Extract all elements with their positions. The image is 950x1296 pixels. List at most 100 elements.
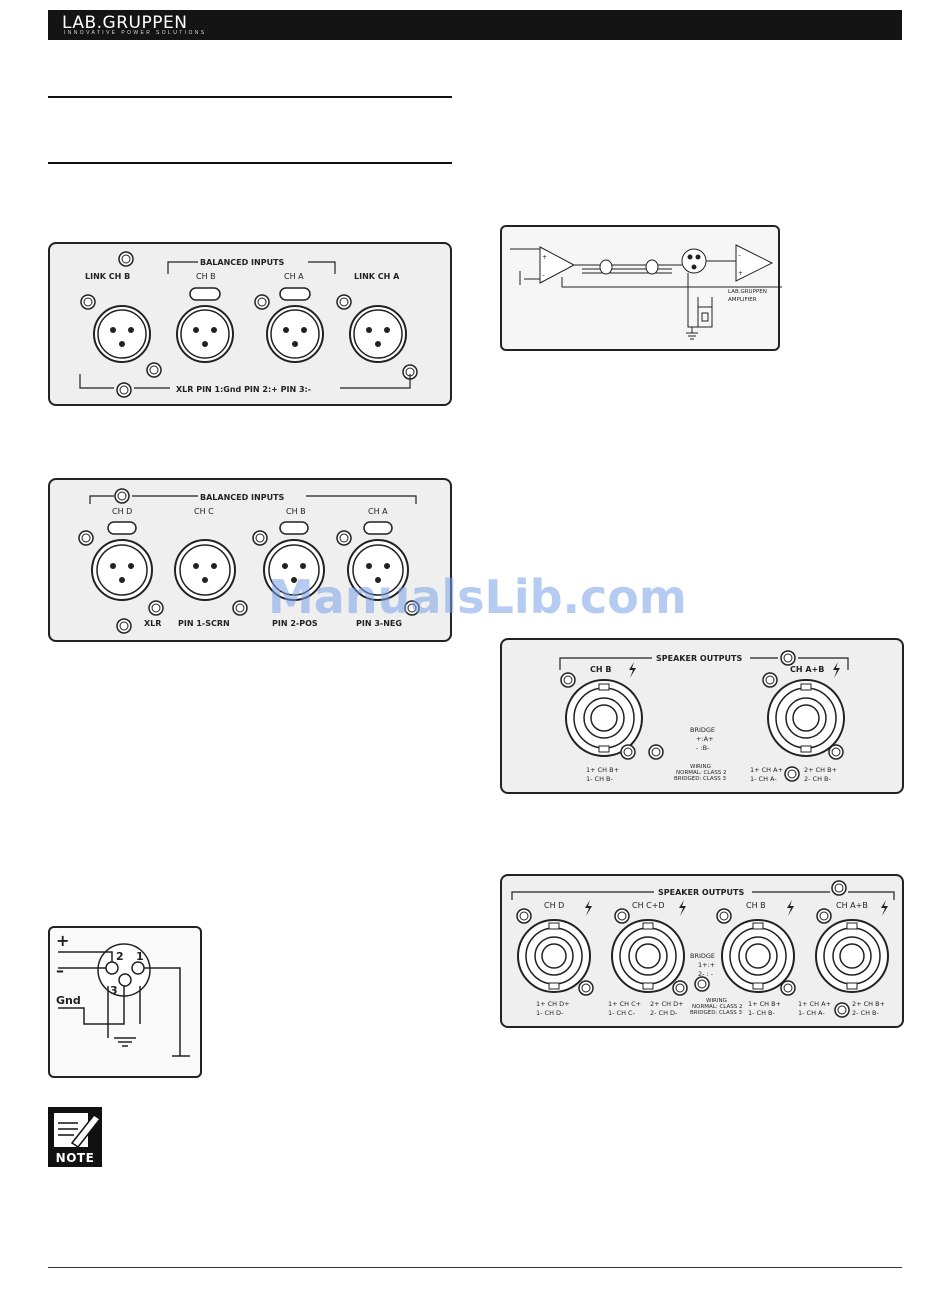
label-plus: + — [56, 931, 69, 950]
screw-icon — [694, 976, 710, 992]
label-bridge-4ch: BRIDGE — [690, 952, 715, 960]
xlr-ch-b-connector — [263, 521, 325, 601]
label-ch-ab-out-4ch: CH A+B — [836, 901, 868, 910]
screw-icon — [648, 744, 664, 760]
label-ab-pin3: 2+ CH B+ — [852, 1000, 885, 1008]
panel-2ch-inputs: LINK CH B BALANCED INPUTS CH B CH A LINK… — [48, 242, 452, 406]
label-wiring-4ch: WIRING — [706, 998, 727, 1004]
label-right-pin2a: 2+ CH B+ — [804, 766, 837, 774]
label-minus: – — [56, 961, 64, 980]
label-normal-class-4ch: NORMAL: CLASS 2 — [692, 1004, 742, 1010]
screw-icon — [784, 766, 800, 782]
label-left-pin2: 1- CH B- — [586, 775, 613, 783]
screw-icon — [336, 530, 352, 546]
speakon-ch-b-connector — [565, 679, 643, 757]
bolt-icon — [881, 900, 888, 916]
label-gnd: Gnd — [56, 994, 81, 1007]
panel-2ch-speaker-outputs: SPEAKER OUTPUTS CH B CH A+B BRIDGE +:A+ … — [500, 638, 904, 794]
screw-icon — [831, 880, 847, 896]
label-normal-class: NORMAL: CLASS 2 — [676, 770, 726, 776]
screw-icon — [672, 980, 688, 996]
label-cd-pin3: 2+ CH D+ — [650, 1000, 684, 1008]
label-bridge-neg: - :B- — [696, 744, 710, 752]
label-right-pin1b: 1- CH A- — [750, 775, 777, 783]
label-ch-c: CH C — [194, 507, 214, 516]
screw-icon — [148, 600, 164, 616]
section-rule-bottom — [48, 162, 452, 164]
xlr-ch-d-connector — [91, 521, 153, 601]
label-right-pin1a: 1+ CH A+ — [750, 766, 783, 774]
screw-icon — [834, 1002, 850, 1018]
xlr-link-b-connector — [93, 305, 151, 363]
bolt-icon — [787, 900, 794, 916]
bolt-icon — [585, 900, 592, 916]
screw-icon — [516, 908, 532, 924]
screw-icon — [252, 530, 268, 546]
label-bridged-class-4ch: BRIDGED: CLASS 3 — [690, 1010, 743, 1016]
label-bridged-class: BRIDGED: CLASS 3 — [674, 776, 727, 782]
label-xlr-pinout: XLR PIN 1:Gnd PIN 2:+ PIN 3:- — [176, 385, 311, 394]
xlr-ch-a-connector — [347, 521, 409, 601]
screw-icon — [146, 362, 162, 378]
label-balanced-inputs: BALANCED INPUTS — [200, 258, 285, 267]
label-d-pin1: 1+ CH D+ — [536, 1000, 570, 1008]
screw-icon — [118, 251, 134, 267]
screw-icon — [114, 488, 130, 504]
label-b-pin2: 1- CH B- — [748, 1009, 775, 1017]
xlr-ch-a-connector — [266, 287, 324, 363]
label-link-ch-a: LINK CH A — [354, 272, 400, 281]
label-ch-a: CH A — [284, 272, 304, 281]
label-ch-b: CH B — [196, 272, 216, 281]
label-cd-pin2: 1- CH C- — [608, 1009, 636, 1017]
speakon-ch-ab-connector — [767, 679, 845, 757]
speakon-ch-b-connector — [721, 919, 795, 993]
header-bar: LAB.GRUPPEN INNOVATIVE POWER SOLUTIONS — [48, 10, 902, 40]
svg-text:–: – — [542, 272, 545, 279]
label-pin1: 1 — [136, 950, 144, 963]
label-speaker-outputs: SPEAKER OUTPUTS — [656, 654, 742, 663]
note-icon: NOTE — [48, 1107, 102, 1167]
svg-text:+: + — [738, 270, 743, 277]
xlr-ch-b-connector — [176, 287, 234, 363]
screw-icon — [762, 672, 778, 688]
label-left-pin1: 1+ CH B+ — [586, 766, 619, 774]
speakon-ch-ab-connector — [815, 919, 889, 993]
screw-icon — [614, 908, 630, 924]
label-right-pin2b: 2- CH B- — [804, 775, 831, 783]
screw-icon — [620, 744, 636, 760]
bolt-icon — [833, 662, 840, 678]
label-ch-b-out-4ch: CH B — [746, 901, 766, 910]
screw-icon — [336, 294, 352, 310]
label-link-ch-b: LINK CH B — [85, 272, 130, 281]
brand-logo: LAB.GRUPPEN — [62, 13, 188, 33]
screw-icon — [780, 650, 796, 666]
speakon-ch-cd-connector — [611, 919, 685, 993]
footer-rule — [48, 1267, 902, 1268]
label-pin1: PIN 1-SCRN — [178, 619, 230, 628]
screw-icon — [78, 530, 94, 546]
label-bridge-pos-4ch: 1+:+ — [698, 961, 715, 969]
panel-4ch-inputs: BALANCED INPUTS CH D CH C CH B CH A XLR … — [48, 478, 452, 642]
screw-icon — [116, 382, 132, 398]
screw-icon — [560, 672, 576, 688]
label-ch-b-4ch: CH B — [286, 507, 306, 516]
label-speaker-outputs-4ch: SPEAKER OUTPUTS — [658, 888, 744, 897]
label-ch-cd-out: CH C+D — [632, 901, 665, 910]
screw-icon — [232, 600, 248, 616]
label-ch-a-4ch: CH A — [368, 507, 388, 516]
xlr-wiring-diagram: + – Gnd 2 1 3 — [48, 926, 202, 1078]
label-bridge-pos: +:A+ — [696, 735, 714, 743]
label-labgruppen: LAB.GRUPPEN — [728, 289, 767, 295]
screw-icon — [578, 980, 594, 996]
label-b-pin1: 1+ CH B+ — [748, 1000, 781, 1008]
label-ab-pin4: 2- CH B- — [852, 1009, 879, 1017]
svg-text:–: – — [738, 252, 741, 259]
xlr-link-a-connector — [349, 305, 407, 363]
speakon-ch-d-connector — [517, 919, 591, 993]
label-ab-pin2: 1- CH A- — [798, 1009, 825, 1017]
watermark: ManualsLib.com — [268, 570, 687, 624]
label-pin2: 2 — [116, 950, 124, 963]
label-cd-pin4: 2- CH D- — [650, 1009, 678, 1017]
screw-icon — [780, 980, 796, 996]
screw-icon — [116, 618, 132, 634]
